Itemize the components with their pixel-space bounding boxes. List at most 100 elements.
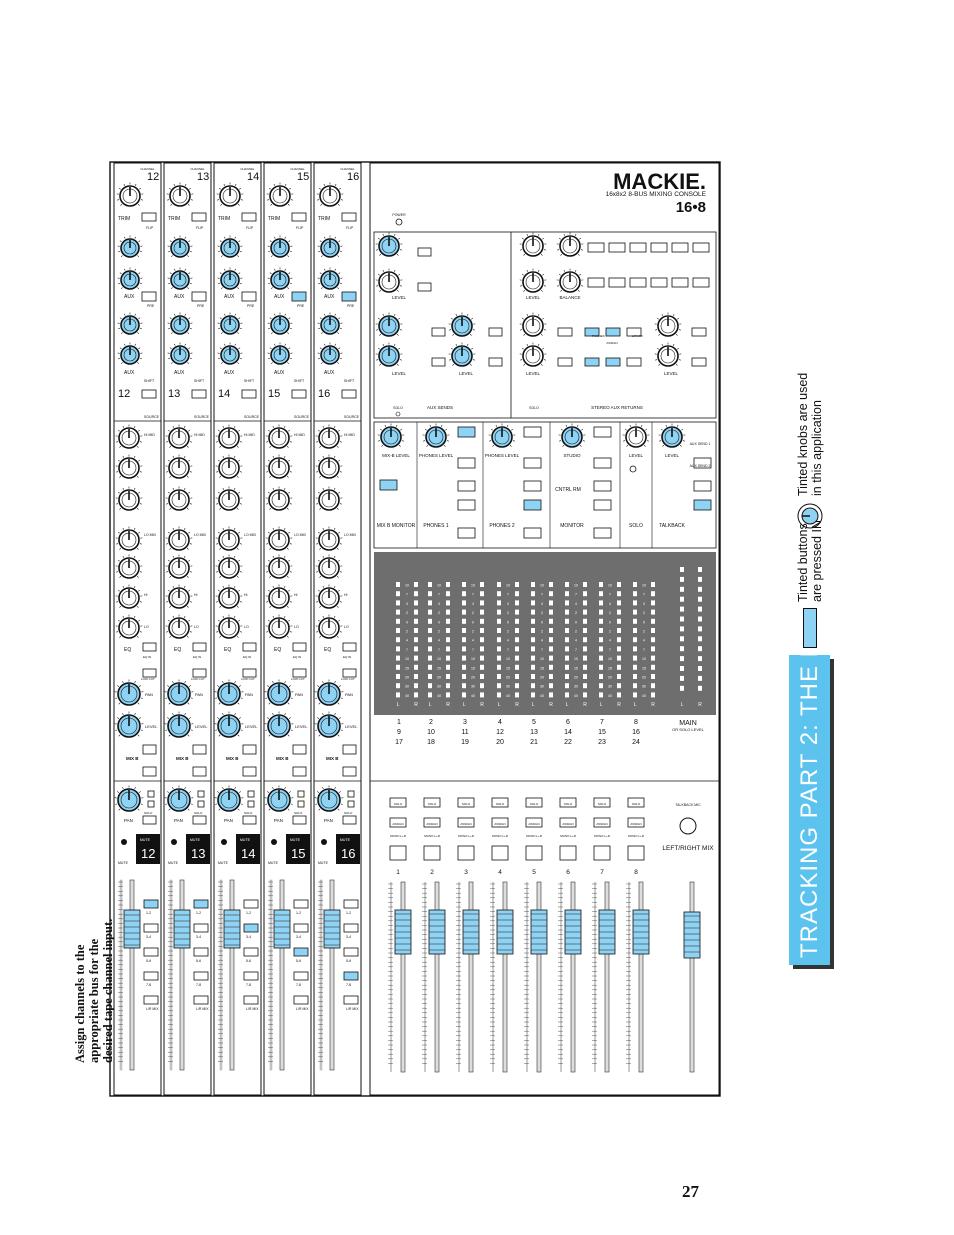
eq-knob-2[interactable] [265,454,293,479]
aux-knob-4[interactable] [117,342,143,365]
pre-button[interactable] [191,291,207,302]
bus-assign-button-0[interactable] [143,899,159,909]
aux-knob-3[interactable] [167,312,193,335]
eq-knob-7[interactable] [165,614,193,639]
sub-mono-button[interactable] [423,845,441,861]
eq-knob-2[interactable] [115,454,143,479]
aux-send-solo-3[interactable] [431,327,446,337]
low-cut-button[interactable] [242,668,257,678]
monitor-button-6[interactable] [523,426,542,438]
monitor-button-11[interactable] [593,426,612,438]
return-assign-b-2[interactable] [629,277,647,288]
return-assign-b-1[interactable] [608,277,626,288]
aux-knob-1[interactable] [267,235,293,258]
monitor-button-17[interactable] [693,480,712,492]
aux-knob-2[interactable] [167,267,193,290]
eq-knob-7[interactable] [265,614,293,639]
aux-send-solo-6[interactable] [488,357,503,367]
aux-knob-4[interactable] [167,342,193,365]
monitor-button-18[interactable] [693,499,712,511]
section-knob-0[interactable] [377,423,405,448]
sig-led[interactable] [297,800,305,808]
section-knob-3[interactable] [558,423,586,448]
sig-led[interactable] [247,800,255,808]
split-eq-button[interactable] [142,766,157,777]
bus-assign-button-3[interactable] [243,971,259,981]
return-phones-button-1[interactable] [584,327,600,337]
trim-knob[interactable] [116,182,144,207]
aux-knob-1[interactable] [117,235,143,258]
return-assign-a-3[interactable] [650,242,668,253]
monitor-button-1[interactable] [457,426,476,438]
bus-assign-button-3[interactable] [143,971,159,981]
bus-assign-button-4[interactable] [193,995,209,1005]
eq-knob-4[interactable] [315,526,343,551]
channel-pan-knob[interactable] [264,785,294,812]
aux-knob-3[interactable] [317,312,343,335]
sub-assign-button[interactable] [423,817,441,828]
return-assign-a-4[interactable] [671,242,689,253]
eq-knob-2[interactable] [215,454,243,479]
mix-b-source-button[interactable] [192,744,207,755]
aux-return-knob-1[interactable] [519,232,547,257]
split-eq-button[interactable] [342,766,357,777]
sub-mono-button[interactable] [593,845,611,861]
solo-button[interactable] [342,815,357,825]
aux-knob-3[interactable] [217,312,243,335]
aux-knob-1[interactable] [167,235,193,258]
sub-assign-button[interactable] [491,817,509,828]
aux-knob-3[interactable] [117,312,143,335]
eq-knob-3[interactable] [215,486,243,511]
monitor-button-14[interactable] [593,499,612,511]
sub-mono-button[interactable] [627,845,645,861]
bus-assign-button-4[interactable] [293,995,309,1005]
pre-button[interactable] [291,291,307,302]
eq-knob-2[interactable] [165,454,193,479]
eq-knob-1[interactable] [165,424,193,449]
shift-button[interactable] [241,389,257,399]
mix-b-source-button[interactable] [342,744,357,755]
aux-knob-2[interactable] [217,267,243,290]
eq-knob-5[interactable] [215,554,243,579]
eq-knob-7[interactable] [115,614,143,639]
flip-button[interactable] [341,212,357,222]
return-phones-button-9[interactable] [691,357,707,367]
monitor-button-12[interactable] [593,457,612,469]
return-assign-b-3[interactable] [650,277,668,288]
aux-return-knob-6[interactable] [519,342,547,367]
return-assign-a-5[interactable] [692,242,710,253]
bus-assign-button-1[interactable] [293,923,309,933]
aux-knob-2[interactable] [317,267,343,290]
shift-button[interactable] [291,389,307,399]
bus-assign-button-0[interactable] [193,899,209,909]
main-fader-cap[interactable] [683,911,701,959]
fader-cap[interactable] [323,909,341,949]
monitor-button-4[interactable] [457,499,476,511]
aux-knob-3[interactable] [267,312,293,335]
split-eq-button[interactable] [292,766,307,777]
sub-solo-button[interactable] [457,797,475,808]
split-eq-button[interactable] [192,766,207,777]
monitor-button-15[interactable] [593,527,612,539]
fader-cap[interactable] [173,909,191,949]
section-knob-2[interactable] [488,423,516,448]
bus-assign-button-1[interactable] [343,923,359,933]
monitor-button-7[interactable] [523,457,542,469]
mix-b-source-button[interactable] [292,744,307,755]
channel-pan-knob[interactable] [164,785,194,812]
section-knob-4[interactable] [622,423,650,448]
return-phones-button-0[interactable] [557,327,573,337]
aux-return-knob-3[interactable] [519,268,547,293]
eq-knob-4[interactable] [115,526,143,551]
fader-cap[interactable] [123,909,141,949]
eq-knob-4[interactable] [265,526,293,551]
eq-knob-5[interactable] [115,554,143,579]
ol-led[interactable] [347,790,355,798]
sig-led[interactable] [147,800,155,808]
ol-led[interactable] [297,790,305,798]
fader-cap[interactable] [273,909,291,949]
eq-knob-3[interactable] [315,486,343,511]
return-phones-button-3[interactable] [626,327,642,337]
sub-solo-button[interactable] [559,797,577,808]
monitor-button-13[interactable] [593,480,612,492]
